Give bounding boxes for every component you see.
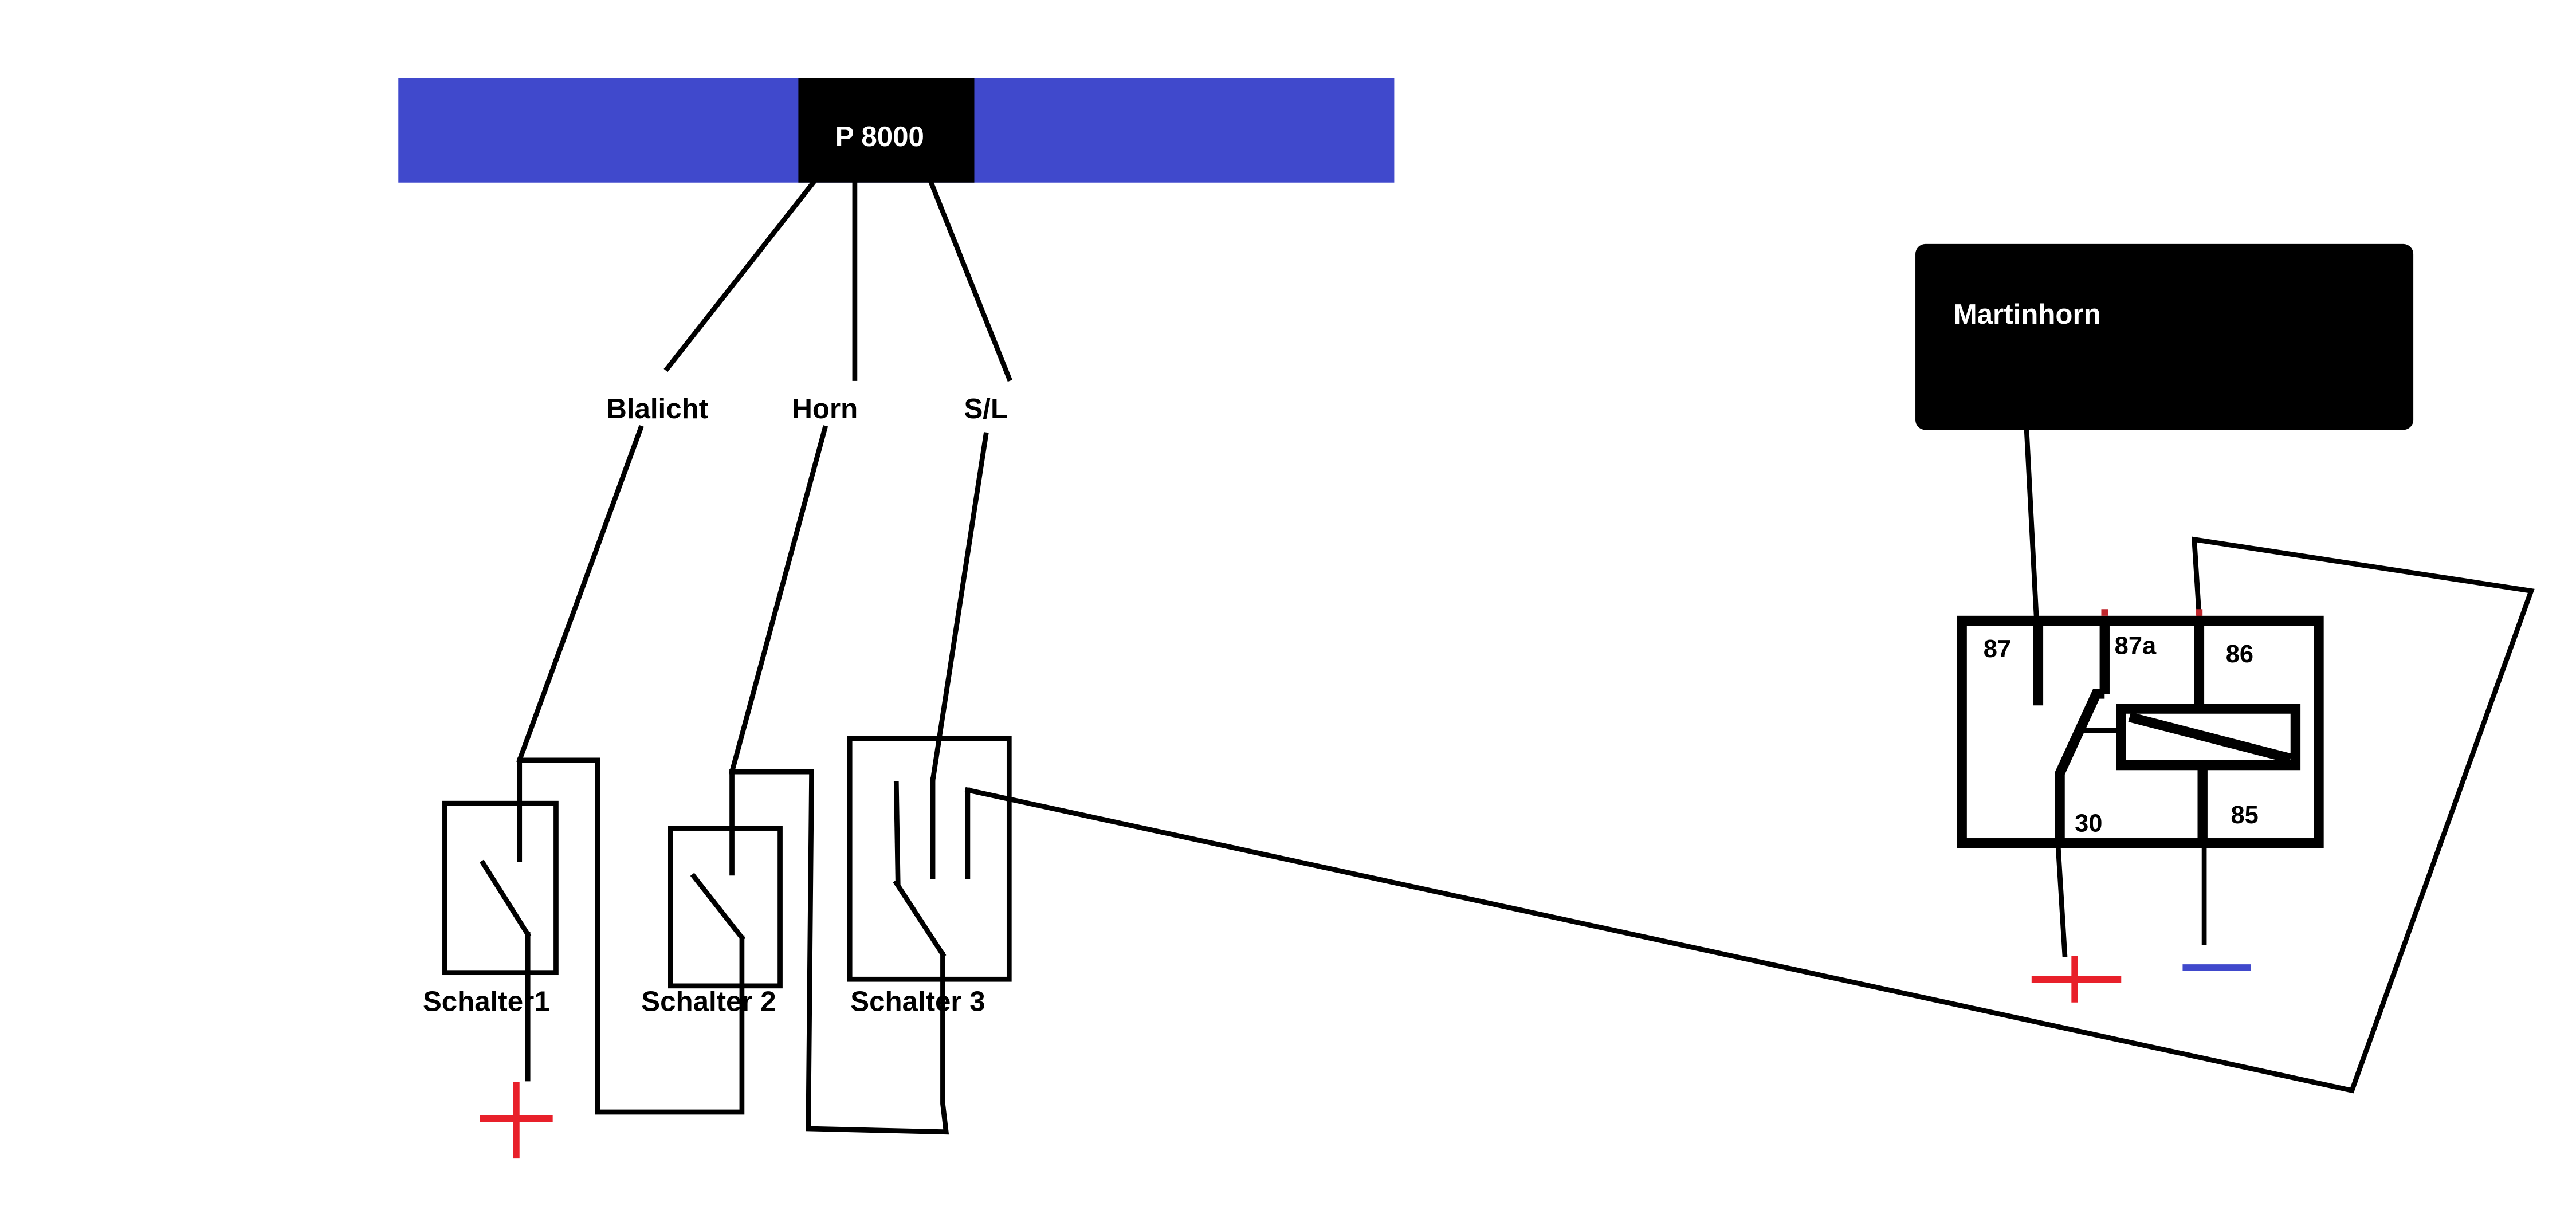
output-label-sl: S/L	[964, 393, 1008, 425]
wire-relay-30-positive	[2055, 843, 2068, 957]
switch-1: Schalter1	[423, 757, 559, 1082]
wire-horn-relay-87	[2024, 427, 2040, 624]
switch-3-label: Schalter 3	[850, 985, 985, 1017]
controller-p8000: P 8000	[398, 78, 1395, 183]
output-label-horn: Horn	[792, 393, 858, 425]
relay-pin-30: 30	[2075, 810, 2102, 837]
plus-icon	[480, 1082, 553, 1159]
wire-s2-s3	[729, 769, 949, 1135]
switch-2-label: Schalter 2	[641, 985, 776, 1017]
relay: 87 87a 86 30 85	[1957, 609, 2324, 848]
relay-pin-85: 85	[2231, 802, 2258, 829]
controller-label: P 8000	[835, 121, 924, 152]
relay-pin-87a: 87a	[2115, 632, 2157, 659]
wire-blalicht-top	[663, 179, 817, 372]
output-label-blalicht: Blalicht	[606, 393, 708, 425]
switch-2: Schalter 2	[641, 769, 783, 1017]
wire-horn	[729, 425, 828, 775]
wire-s3-relay-86	[964, 536, 2535, 1094]
martinhorn-label: Martinhorn	[1954, 298, 2101, 330]
wire-s1-s2	[517, 757, 745, 1115]
wire-sl-top	[928, 179, 1012, 382]
plus-icon	[2031, 956, 2122, 1003]
wire-sl	[930, 432, 989, 783]
wire-blalicht	[516, 425, 644, 764]
relay-pin-86: 86	[2226, 641, 2253, 668]
switch-1-label: Schalter1	[423, 985, 550, 1017]
relay-pin-87: 87	[1984, 635, 2011, 663]
martinhorn: Martinhorn	[1915, 243, 2414, 430]
switch-3: Schalter 3	[847, 736, 1012, 1017]
controller-box	[798, 78, 975, 183]
